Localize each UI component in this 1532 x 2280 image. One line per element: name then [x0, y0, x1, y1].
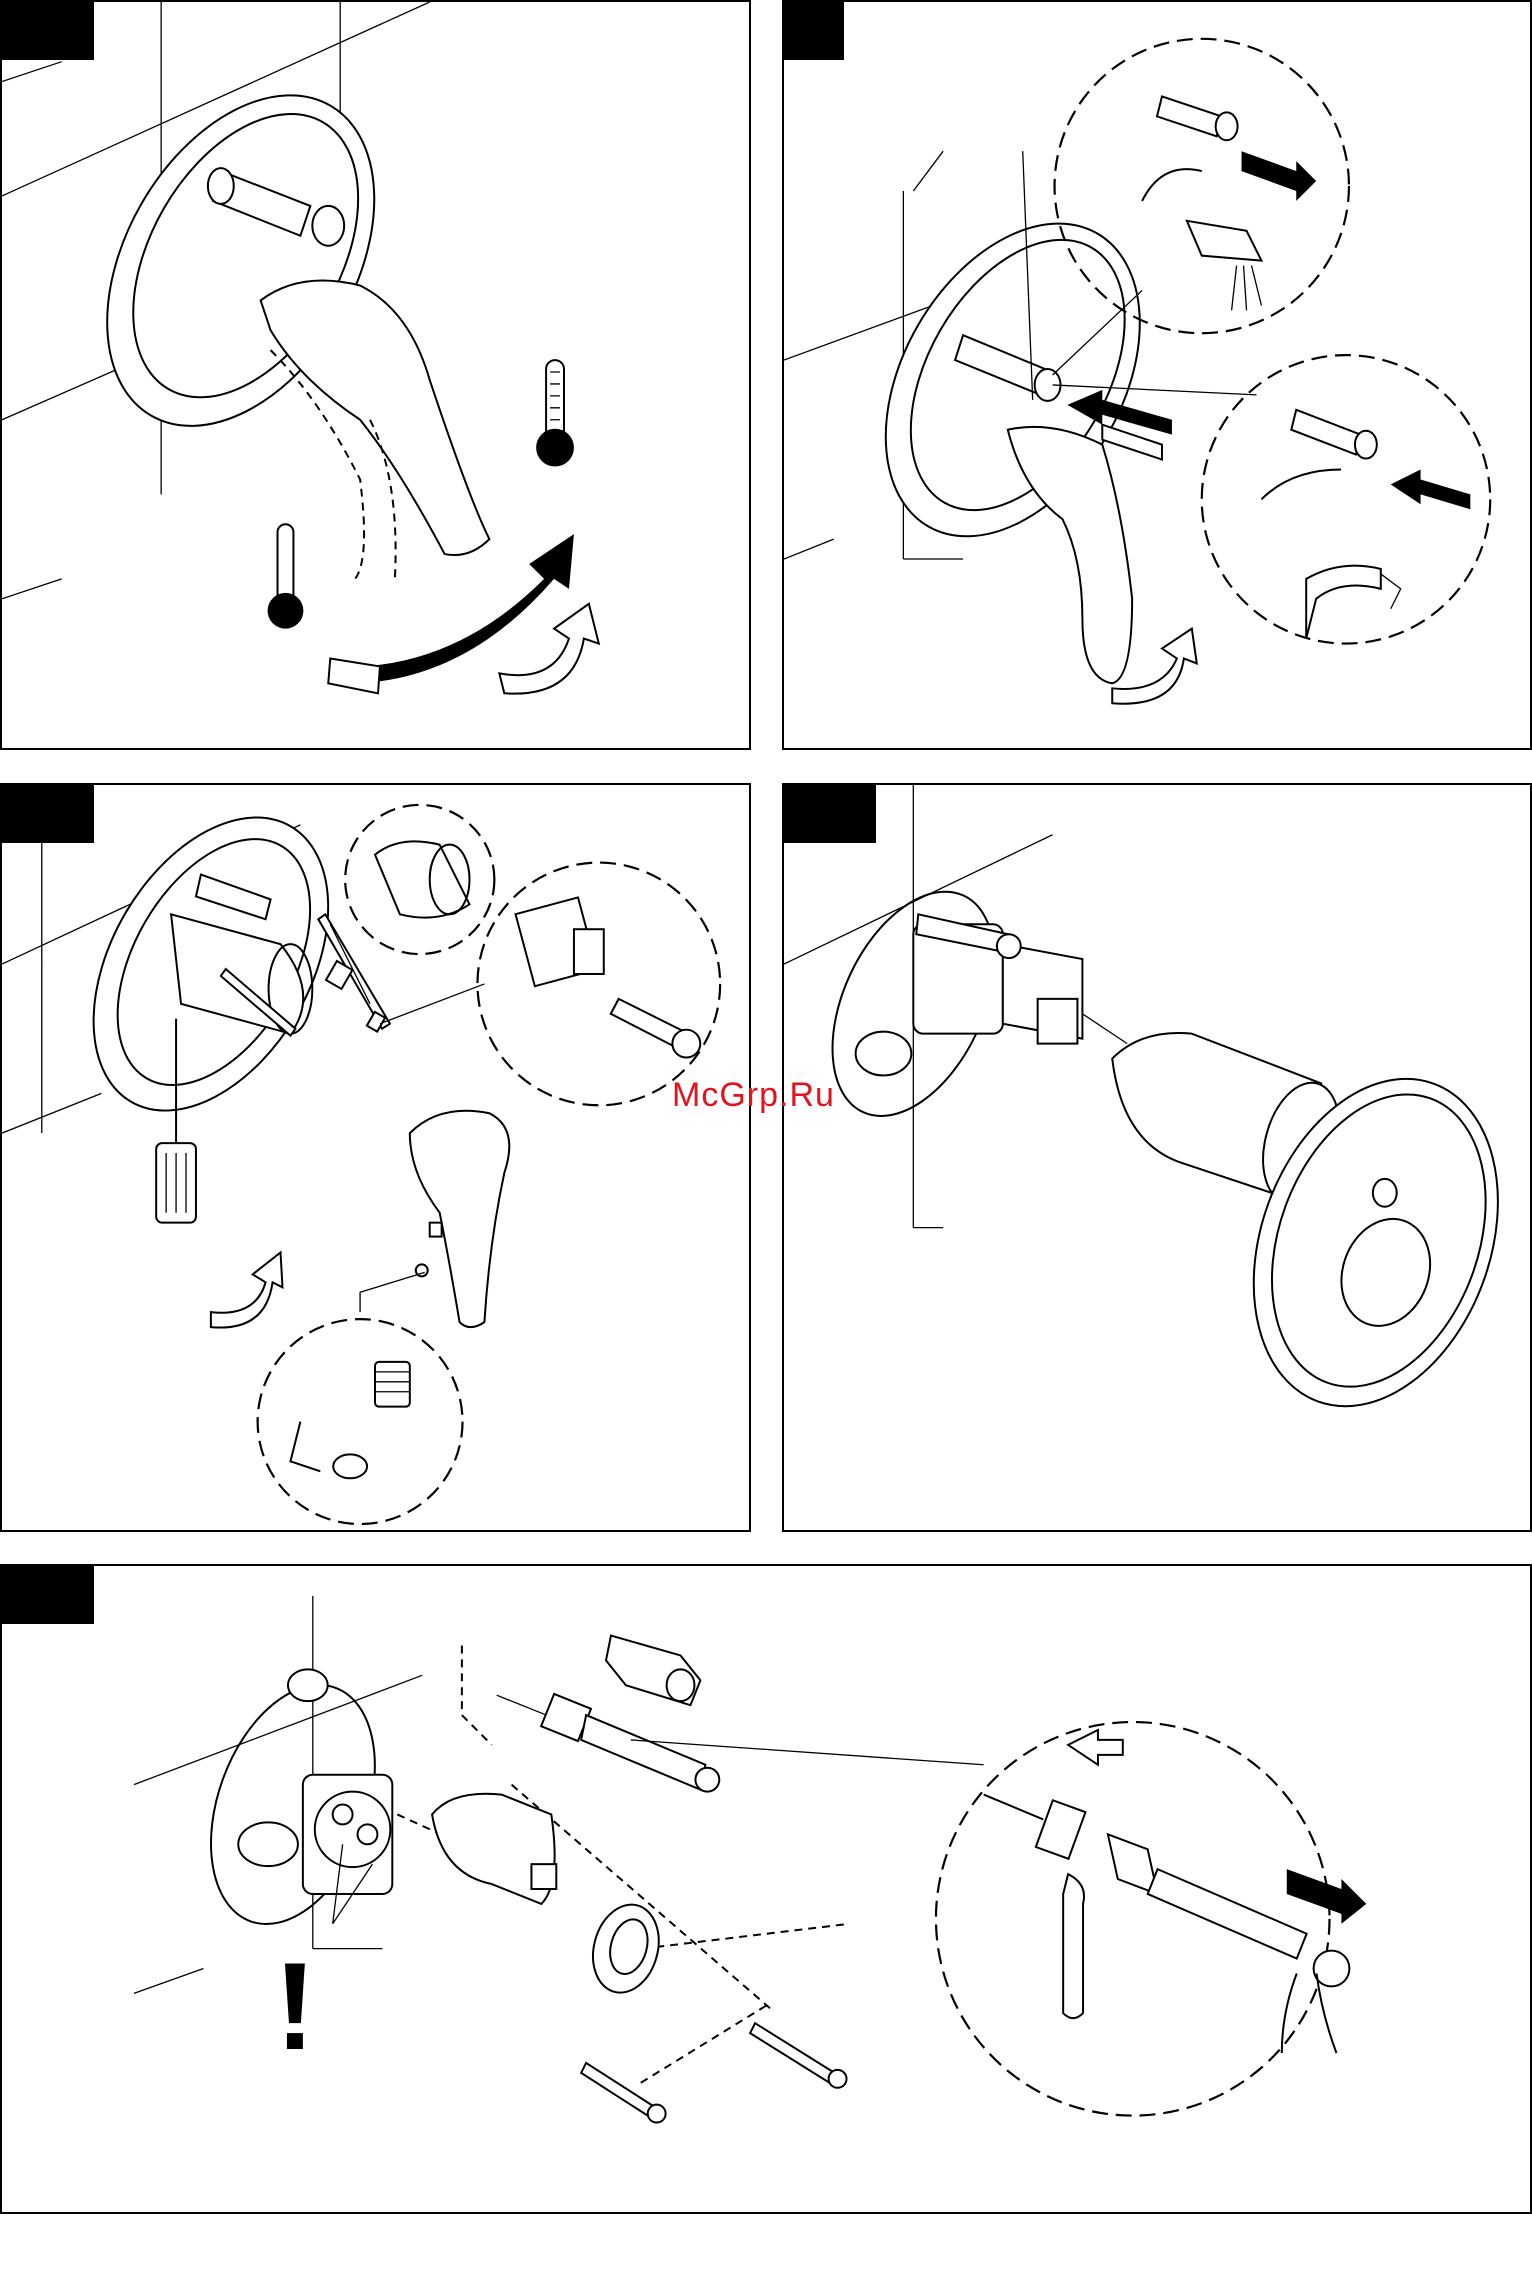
- panel-step-1: [0, 0, 751, 750]
- illustration-handle-removal: [2, 785, 749, 1530]
- diverter-spindle: [497, 1694, 720, 1792]
- panel-step-3: [0, 783, 751, 1532]
- detail-circle-grub-screw: [258, 1319, 463, 1524]
- cold-thermometer-icon: [268, 524, 304, 628]
- illustration-cartridge-disassembly: [2, 1566, 1530, 2212]
- panel-step-2: [782, 0, 1532, 750]
- illustration-sleeve-and-plate: [784, 785, 1530, 1530]
- valve-body: [180, 1662, 405, 1946]
- handle-pull-arrow-icon: [211, 1252, 283, 1327]
- detail-circle-shower: [1202, 355, 1490, 643]
- valve-body: [800, 866, 1083, 1141]
- grub-screw-icon: [416, 1223, 442, 1277]
- mixer-handle: [261, 281, 490, 579]
- detail-circle-cartridge-adapter: [477, 863, 720, 1106]
- watermark-text: McGrp.Ru: [672, 1076, 835, 1115]
- rotate-arrow-icon: [328, 534, 574, 693]
- panel-step-5: [0, 1564, 1532, 2214]
- detail-circle-diverter: [936, 1722, 1366, 2116]
- cartridge: [432, 1794, 556, 1904]
- hex-socket-icon: [606, 1636, 700, 1706]
- hot-thermometer-icon: [536, 360, 574, 466]
- warning-exclamation-icon: [285, 1964, 305, 2049]
- detail-circle-sleeve: [345, 805, 494, 954]
- lever-handle: [410, 1111, 509, 1327]
- illustration-diverter-operation: [784, 2, 1530, 748]
- illustration-temperature-adjust: [2, 2, 749, 748]
- mixer-handle: [1008, 427, 1132, 683]
- panel-step-4: [782, 783, 1532, 1532]
- retaining-nut: [584, 1897, 669, 2000]
